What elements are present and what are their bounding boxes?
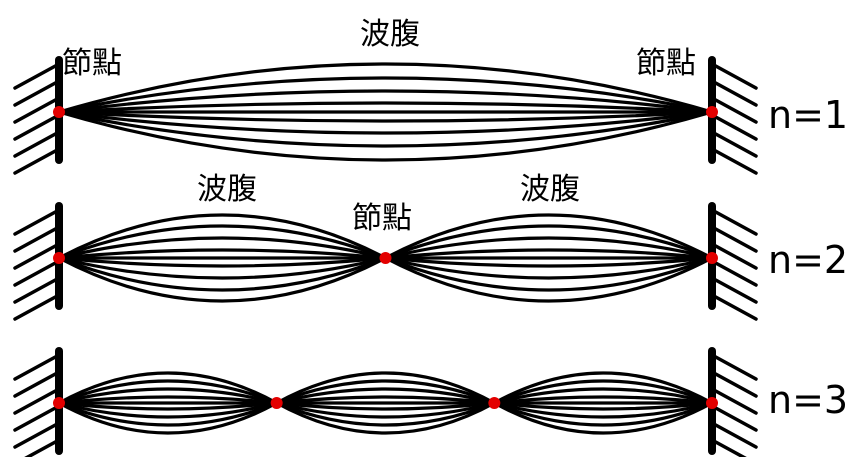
node-label-r1-right: 節點 <box>636 46 696 81</box>
node-point-row-2 <box>706 252 718 264</box>
node-point-row-3 <box>53 397 65 409</box>
node-point-row-1 <box>706 106 718 118</box>
node-label-r1-left: 節點 <box>62 46 122 81</box>
node-point-row-3 <box>488 397 500 409</box>
wave-envelope-row-1 <box>59 112 712 160</box>
wave-envelope-row-1 <box>59 64 712 112</box>
node-point-row-3 <box>271 397 283 409</box>
mode-label-n3: n=3 <box>768 378 848 422</box>
node-point-row-2 <box>53 252 65 264</box>
node-point-row-1 <box>53 106 65 118</box>
antinode-label-r1: 波腹 <box>360 17 420 52</box>
node-label-r2-center: 節點 <box>352 201 412 236</box>
antinode-label-r2-left: 波腹 <box>197 172 257 207</box>
standing-wave-strings <box>59 64 712 433</box>
node-point-row-3 <box>706 397 718 409</box>
mode-label-n2: n=2 <box>768 238 848 282</box>
mode-label-n1: n=1 <box>768 93 848 137</box>
node-point-row-2 <box>380 252 392 264</box>
antinode-label-r2-right: 波腹 <box>520 172 580 207</box>
